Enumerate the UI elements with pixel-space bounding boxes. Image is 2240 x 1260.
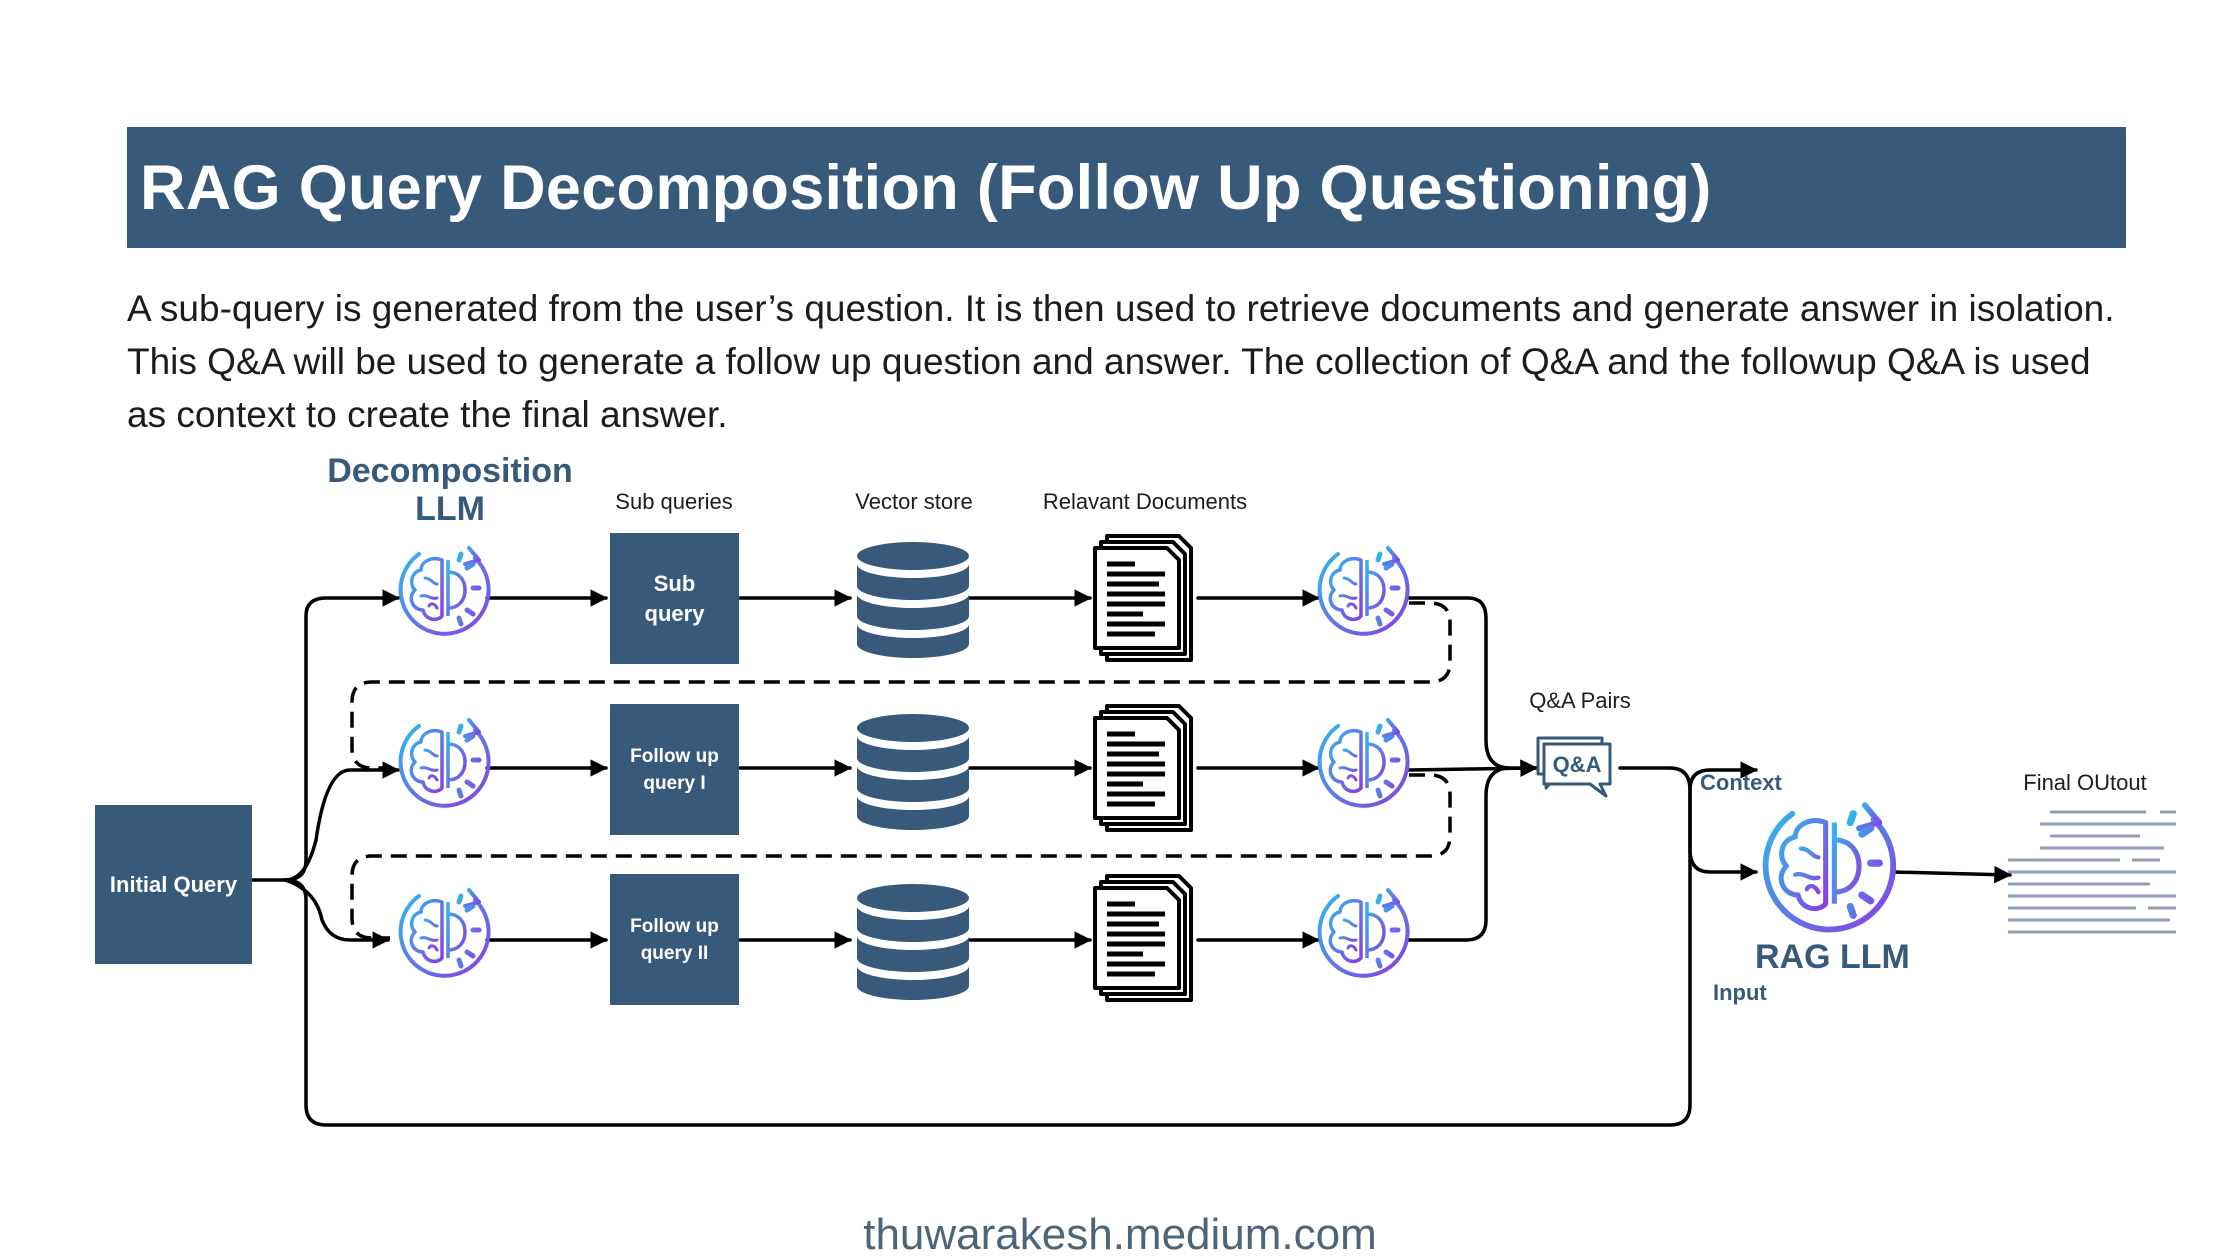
sub-query-box: Sub query: [610, 533, 739, 664]
page-title: RAG Query Decomposition (Follow Up Quest…: [127, 127, 2126, 248]
brain-gear-icon: [401, 720, 489, 806]
svg-text:Q&A: Q&A: [1553, 752, 1602, 777]
brain-gear-icon: [1320, 720, 1408, 806]
documents-icon: [1095, 876, 1191, 1000]
qa-pairs-label: Q&A Pairs: [1529, 688, 1631, 713]
follow-up-query-2-box: Follow up query II: [610, 874, 739, 1005]
decomposition-llm-label: Decomposition LLM: [327, 452, 573, 528]
final-output-label: Final OUtout: [2023, 770, 2147, 795]
rag-llm-label: RAG LLM: [1755, 938, 1910, 976]
documents-icon: [1095, 706, 1191, 830]
footer-url: thuwarakesh.medium.com: [863, 1210, 1377, 1259]
qa-chat-icon: Q&A: [1536, 736, 1612, 798]
follow-up-query-1-box: Follow up query I: [610, 704, 739, 835]
sub-queries-label: Sub queries: [615, 489, 733, 514]
brain-gear-icon: [401, 548, 489, 634]
database-icon: [857, 884, 969, 1000]
context-label: Context: [1700, 770, 1782, 795]
text-lines-icon: [2008, 810, 2176, 934]
input-label: Input: [1713, 980, 1767, 1005]
documents-icon: [1095, 536, 1191, 660]
description: A sub-query is generated from the user’s…: [127, 288, 2115, 435]
brain-gear-icon: [401, 890, 489, 976]
relevant-documents-label: Relavant Documents: [1042, 489, 1248, 514]
vector-store-label: Vector store: [855, 489, 973, 514]
database-icon: [857, 714, 969, 830]
rag-llm-brain-icon: [1766, 805, 1894, 929]
database-icon: [857, 542, 969, 658]
brain-gear-icon: [1320, 890, 1408, 976]
initial-query-box: Initial Query: [95, 805, 252, 964]
brain-gear-icon: [1320, 548, 1408, 634]
